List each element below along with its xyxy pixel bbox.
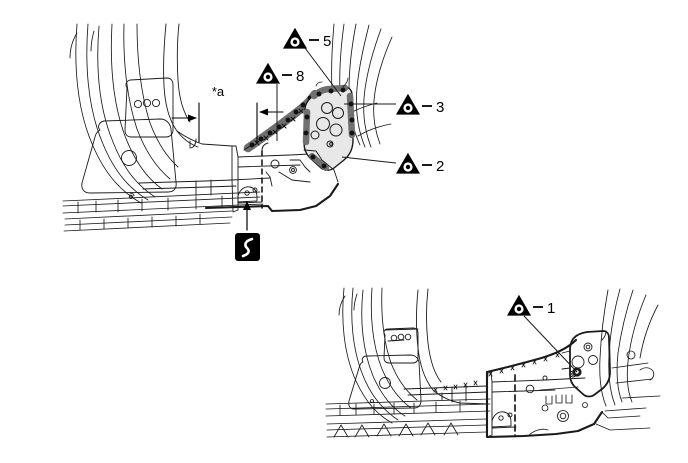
callout-3-number: 3 [436,99,444,116]
dimension-a [171,102,284,143]
triangle-bullseye-icon [395,93,421,115]
callout-5-leader [304,47,342,97]
wheel-house-panel [81,118,177,194]
callout-2[interactable]: 2 [341,152,444,175]
rocker-panel [62,191,264,232]
sealer-s-glyph [241,237,254,258]
weld-marks-lower [433,352,560,393]
pillar-reinforcement-bracket [302,77,356,171]
callout-2-leader [341,156,397,164]
triangle-bullseye-icon [255,62,281,84]
wheel-arch-curves [69,23,179,204]
callout-5-number: 5 [323,33,331,50]
callout-1-number: 1 [547,300,555,317]
sill-body-outline-lower [403,385,488,403]
callout-8-number: 8 [296,68,304,85]
triangle-bullseye-icon [282,27,308,49]
rocker-transition-edge [163,23,233,149]
callout-3[interactable]: 3 [344,93,444,116]
cut-line-hook [261,142,269,152]
upper-figure: *a [62,23,393,232]
sealer-marker [235,233,260,261]
dimension-a-label: *a [212,84,225,99]
callout-2-number: 2 [436,158,444,175]
triangle-bullseye-icon [395,152,421,174]
pillar-bracket-lower [561,330,611,398]
wheel-arch-curves-lower [338,287,418,424]
pillar-lower-flange [265,149,339,187]
sill-body-outline [138,177,271,197]
center-details-lower [527,386,588,437]
panel-bold-contour [204,182,340,213]
quarter-panel-vent-plate [124,77,174,138]
callout-1-leader [523,315,578,373]
triangle-bullseye-icon [506,294,532,316]
rocker-panel-lower [325,398,491,438]
callout-8[interactable]: 8 [255,62,304,141]
lower-figure [325,287,661,439]
callout-1[interactable]: 1 [506,294,578,373]
callout-5[interactable]: 5 [282,27,342,97]
quarter-panel-vent-plate-lower [383,327,419,364]
body-side-lines-lower [595,288,661,431]
